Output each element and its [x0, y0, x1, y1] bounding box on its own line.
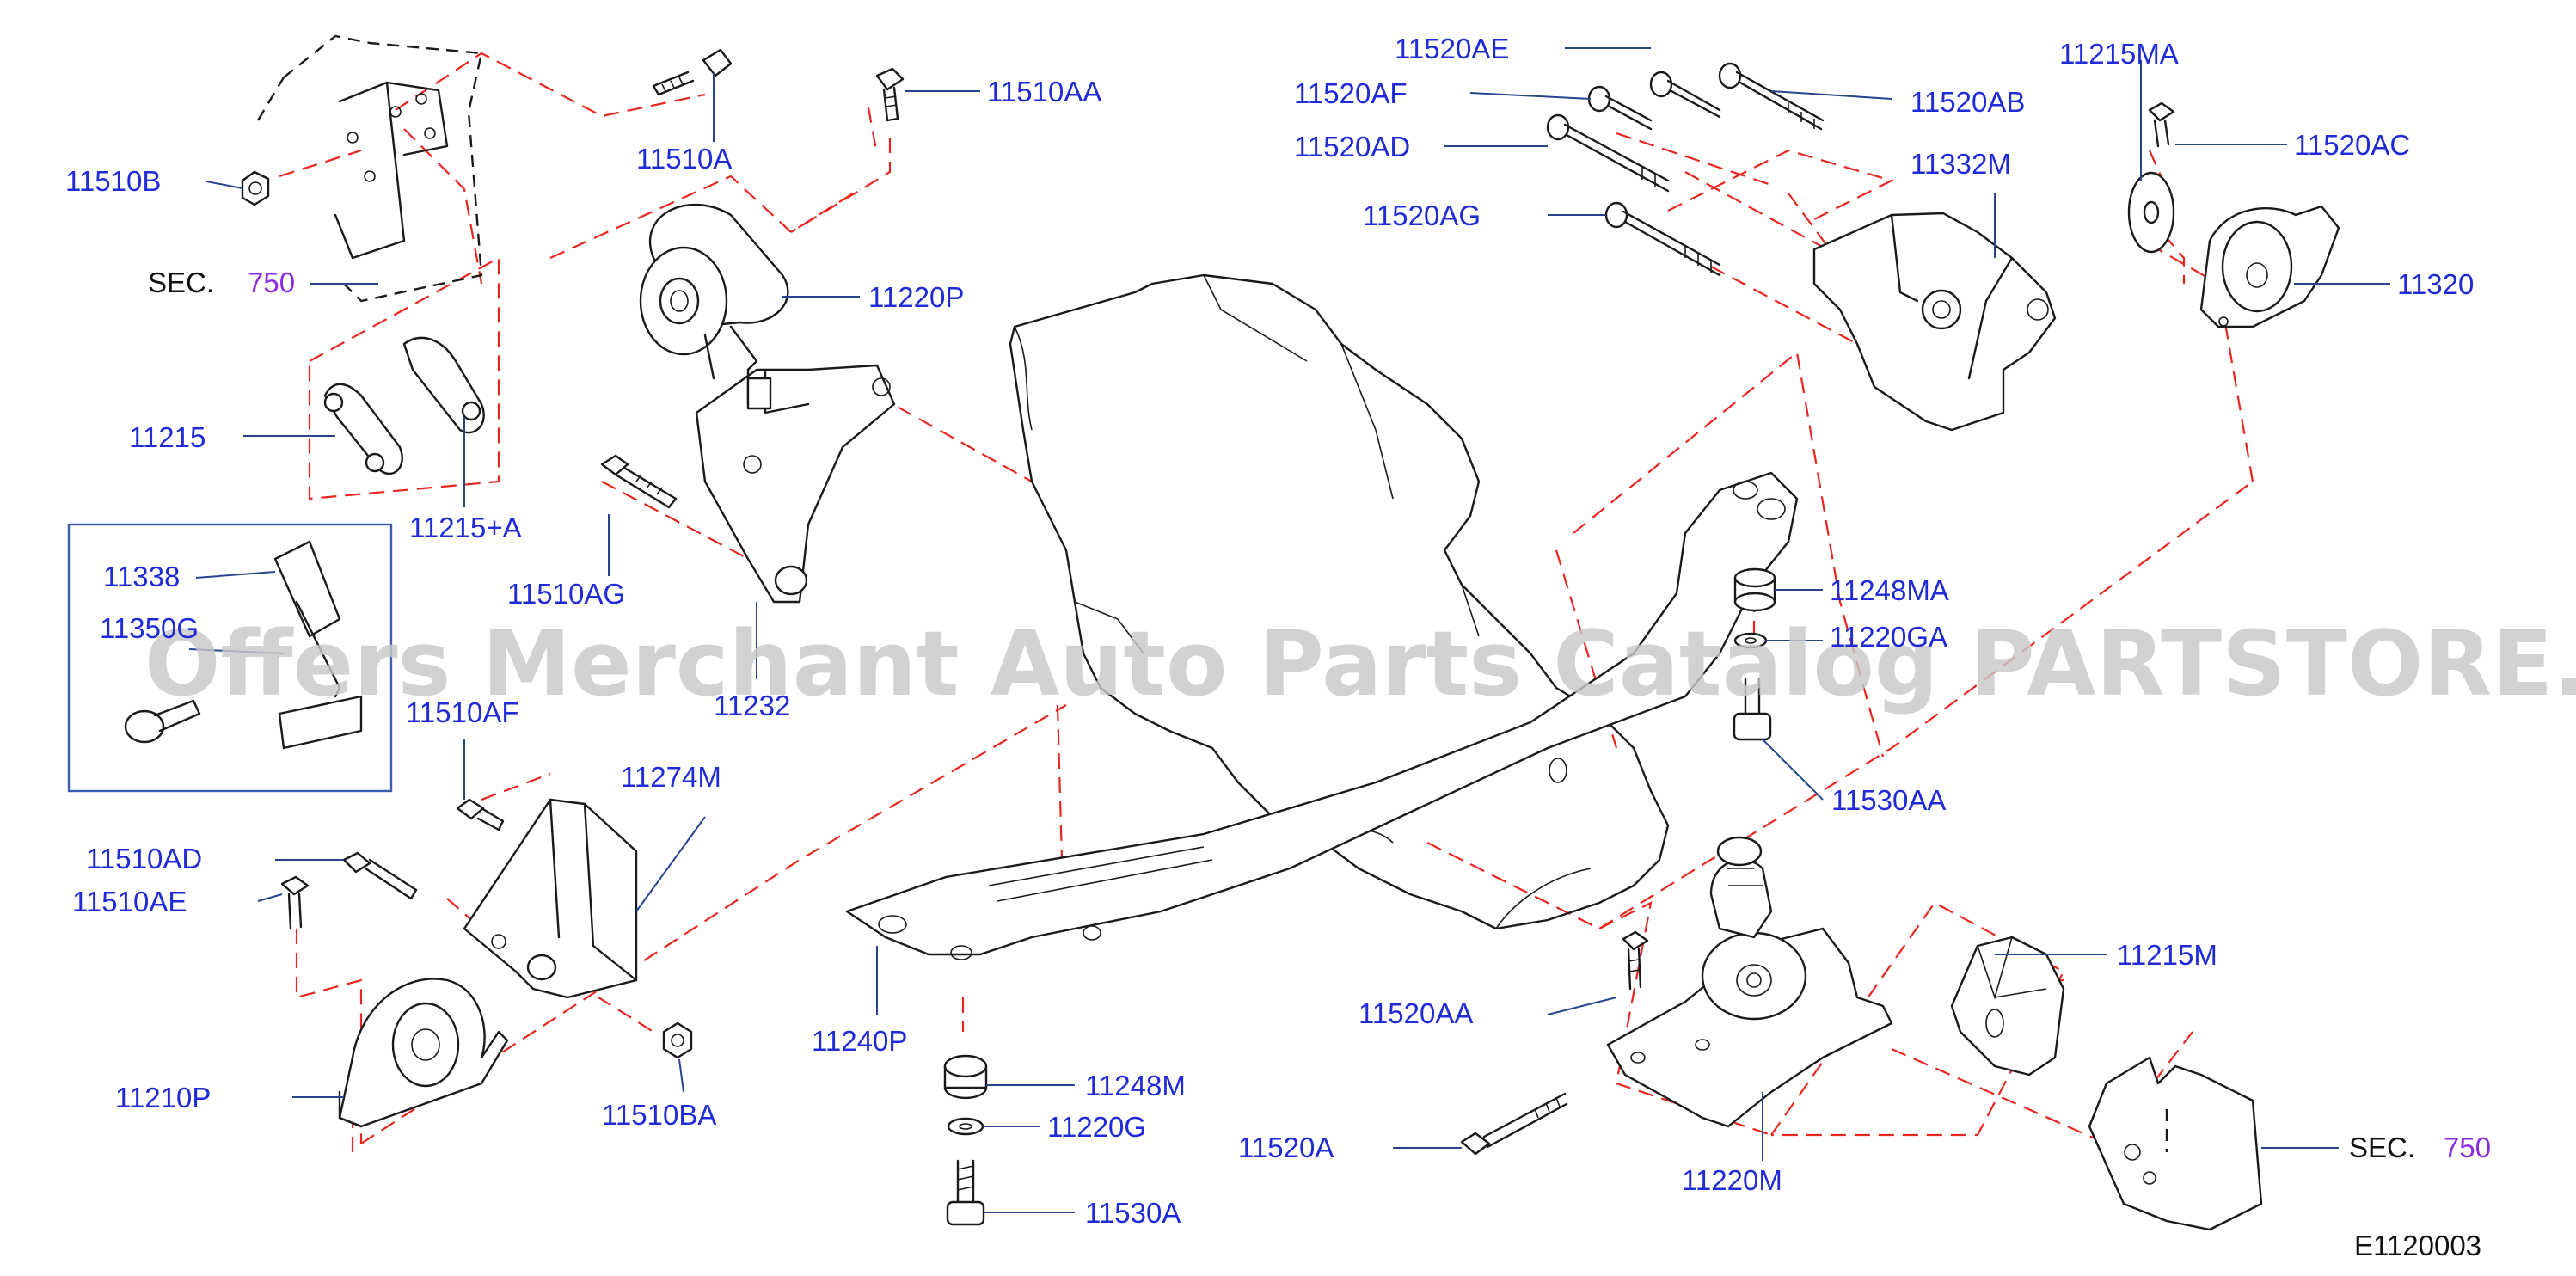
bolt-11510AD [342, 851, 418, 900]
section-number-top[interactable]: 750 [248, 267, 295, 298]
bolt-11510A [652, 48, 733, 96]
label-11274M: 11274M [621, 761, 721, 793]
label-11510A: 11510A [636, 143, 732, 175]
label-11510AA: 11510AA [987, 76, 1101, 107]
label-11520AE: 11520AE [1395, 33, 1509, 64]
label-11520AD: 11520AD [1294, 131, 1410, 163]
label-11215M: 11215M [2117, 939, 2217, 971]
label-11350G: 11350G [100, 612, 199, 644]
label-11248M: 11248M [1085, 1070, 1186, 1101]
bracket-11274M [463, 798, 638, 999]
mount-11210P [338, 978, 509, 1128]
leader-lines [188, 47, 2390, 1213]
label-11530AA: 11530AA [1831, 784, 1946, 816]
label-11510B: 11510B [65, 165, 161, 197]
label-11220M: 11220M [1682, 1164, 1782, 1196]
label-11530A: 11530A [1085, 1197, 1181, 1229]
label-11240P: 11240P [812, 1025, 907, 1057]
member-11240P [845, 471, 1799, 960]
pads-11215 [323, 336, 485, 475]
label-11510AG: 11510AG [507, 578, 625, 610]
label-11220P: 11220P [868, 281, 964, 313]
washer-11215MA [2127, 171, 2175, 254]
label-11332M: 11332M [1911, 148, 2011, 180]
insulator-11215M [1950, 936, 2065, 1077]
label-11520AA: 11520AA [1359, 997, 1473, 1029]
nut-11510BA [662, 1021, 693, 1059]
mount-11220P [639, 203, 789, 380]
label-11215: 11215 [129, 421, 205, 453]
label-11520AC: 11520AC [2294, 129, 2410, 161]
label-11510BA: 11510BA [602, 1099, 716, 1131]
label-11520A: 11520A [1238, 1132, 1334, 1163]
label-11320: 11320 [2397, 268, 2474, 300]
label-11232: 11232 [714, 690, 790, 721]
label-11248MA: 11248MA [1830, 574, 1949, 606]
label-11510AD: 11510AD [86, 843, 202, 874]
bolt-11520AA [1622, 930, 1649, 991]
bolt-11520AG [1604, 201, 1721, 277]
bracket-11332M [1812, 212, 2057, 432]
bolt-11520AC [2148, 101, 2175, 148]
label-11210P: 11210P [115, 1082, 211, 1113]
label-11520AB: 11520AB [1911, 86, 2025, 118]
catalog-code: E1120003 [2354, 1230, 2481, 1261]
inset-box [67, 523, 393, 793]
stack-11248M [943, 1054, 988, 1226]
mount-11320 [2199, 205, 2340, 328]
label-11220GA: 11220GA [1830, 621, 1947, 653]
mount-11220M [1606, 836, 1893, 1128]
section-prefix-bottom: SEC. [2349, 1132, 2415, 1163]
watermark: Offers Merchant Auto Parts Catalog PARTS… [144, 611, 2576, 716]
label-11215MA: 11215MA [2059, 38, 2179, 70]
label-11220G: 11220G [1047, 1111, 1146, 1143]
bolt-11510AF [456, 798, 505, 831]
body-bracket-sec750 [256, 34, 483, 303]
bolt-11510AA [875, 67, 905, 122]
bolt-11520AF [1587, 85, 1653, 131]
stack-11248MA [1733, 567, 1776, 741]
label-11215-plus-A: 11215+A [409, 512, 522, 543]
bolt-11510AE [280, 875, 310, 930]
bolt-11520AB [1718, 62, 1825, 131]
nut-11510B [241, 170, 270, 206]
bracket-11232 [695, 364, 896, 604]
label-11338: 11338 [103, 561, 180, 592]
section-number-bottom[interactable]: 750 [2444, 1132, 2491, 1163]
label-11520AG: 11520AG [1363, 199, 1481, 231]
bolt-11520AE [1649, 71, 1721, 119]
body-bracket-sec750-lower [2088, 1056, 2263, 1231]
bolt-11510AG [600, 454, 678, 509]
label-11520AF: 11520AF [1294, 77, 1407, 109]
label-11510AE: 11510AE [72, 886, 187, 917]
part-labels: 11510B 11510A 11510AA 11220P 11215 11215… [65, 33, 2491, 1261]
bolt-11520A [1460, 1092, 1568, 1156]
label-11510AF: 11510AF [406, 696, 518, 728]
bolt-11520AD [1546, 113, 1670, 193]
section-prefix-top: SEC. [148, 267, 214, 298]
